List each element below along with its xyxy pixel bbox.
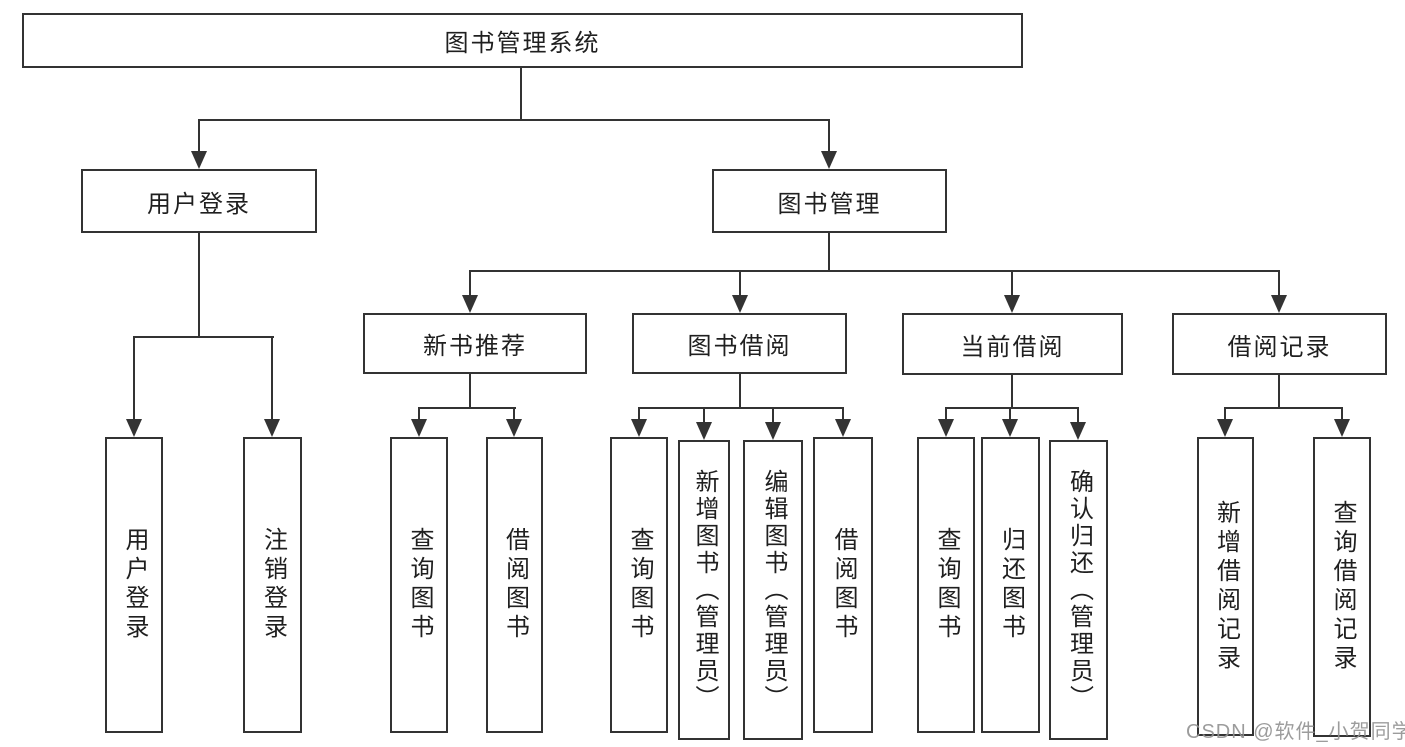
connector-line — [1011, 375, 1013, 407]
connector-line — [469, 270, 1280, 272]
leaf-label: 新增借阅记录 — [1212, 499, 1240, 674]
leaf-query-borrow-record: 查询借阅记录 — [1313, 437, 1371, 737]
connector-line — [1278, 270, 1280, 295]
connector-line — [638, 407, 640, 419]
arrow-down-icon — [264, 419, 280, 437]
connector-line — [703, 407, 705, 422]
node-book-borrowing: 图书借阅 — [632, 313, 847, 374]
arrow-down-icon — [938, 419, 954, 437]
connector-line — [945, 407, 947, 419]
leaf-borrow-books-borrowing: 借阅图书 — [813, 437, 873, 733]
leaf-return-books: 归还图书 — [981, 437, 1040, 733]
connector-line — [1224, 407, 1343, 409]
leaf-borrow-books-recommend: 借阅图书 — [486, 437, 543, 733]
connector-line — [271, 336, 273, 419]
arrow-down-icon — [506, 419, 522, 437]
arrow-down-icon — [1070, 422, 1086, 440]
connector-line — [513, 407, 515, 419]
leaf-user-login: 用户登录 — [105, 437, 163, 733]
leaf-label: 新增图书（管理员） — [691, 468, 718, 712]
arrow-down-icon — [462, 295, 478, 313]
node-borrowing-records: 借阅记录 — [1172, 313, 1387, 375]
arrow-down-icon — [1002, 419, 1018, 437]
connector-line — [638, 407, 844, 409]
leaf-query-books-recommend: 查询图书 — [390, 437, 448, 733]
connector-line — [520, 68, 522, 119]
connector-line — [133, 336, 274, 338]
leaf-label: 查询图书 — [406, 527, 433, 643]
leaf-query-books-borrowing: 查询图书 — [610, 437, 668, 733]
watermark: CSDN @软件_小贺同学 — [1186, 721, 1405, 743]
arrow-down-icon — [411, 419, 427, 437]
connector-line — [1011, 270, 1013, 295]
connector-line — [418, 407, 420, 419]
connector-line — [739, 374, 741, 407]
connector-line — [1077, 407, 1079, 422]
connector-line — [945, 407, 1079, 409]
node-label: 用户登录 — [147, 190, 251, 218]
arrow-down-icon — [696, 422, 712, 440]
connector-line — [1341, 407, 1343, 419]
arrow-down-icon — [126, 419, 142, 437]
connector-line — [469, 270, 471, 295]
connector-line — [133, 336, 135, 419]
connector-line — [198, 119, 830, 121]
connector-line — [739, 270, 741, 295]
connector-line — [772, 407, 774, 422]
node-new-book-recommendation: 新书推荐 — [363, 313, 587, 374]
arrow-down-icon — [765, 422, 781, 440]
arrow-down-icon — [835, 419, 851, 437]
leaf-label: 查询图书 — [933, 527, 960, 643]
leaf-label: 确认归还（管理员） — [1065, 468, 1093, 712]
node-library-management-system: 图书管理系统 — [22, 13, 1023, 68]
node-label: 借阅记录 — [1227, 333, 1332, 361]
connector-line — [828, 119, 830, 151]
leaf-label: 编辑图书（管理员） — [760, 468, 787, 712]
node-label: 图书管理 — [777, 190, 882, 218]
leaf-add-borrow-record: 新增借阅记录 — [1197, 437, 1254, 736]
node-label: 新书推荐 — [423, 333, 527, 360]
node-book-management: 图书管理 — [712, 169, 947, 233]
leaf-confirm-return-admin: 确认归还（管理员） — [1049, 440, 1108, 740]
connector-line — [1009, 407, 1011, 419]
arrow-down-icon — [1004, 295, 1020, 313]
leaf-label: 查询借阅记录 — [1329, 500, 1356, 674]
connector-line — [418, 407, 516, 409]
node-label: 当前借阅 — [960, 333, 1065, 361]
leaf-add-books-admin: 新增图书（管理员） — [678, 440, 730, 740]
arrow-down-icon — [821, 151, 837, 169]
arrow-down-icon — [631, 419, 647, 437]
arrow-down-icon — [1334, 419, 1350, 437]
node-label: 图书借阅 — [687, 333, 792, 360]
node-current-borrowing: 当前借阅 — [902, 313, 1123, 375]
arrow-down-icon — [1217, 419, 1233, 437]
connector-line — [842, 407, 844, 419]
node-label: 图书管理系统 — [444, 30, 601, 57]
arrow-down-icon — [732, 295, 748, 313]
connector-line — [469, 374, 471, 407]
connector-line — [198, 233, 200, 336]
leaf-label: 查询图书 — [626, 527, 653, 643]
leaf-label: 用户登录 — [121, 527, 148, 643]
leaf-logout-login: 注销登录 — [243, 437, 302, 733]
leaf-edit-books-admin: 编辑图书（管理员） — [743, 440, 803, 740]
connector-line — [1224, 407, 1226, 419]
leaf-label: 借阅图书 — [501, 527, 529, 643]
node-user-login: 用户登录 — [81, 169, 317, 233]
leaf-label: 归还图书 — [997, 527, 1025, 643]
connector-line — [1278, 375, 1280, 407]
leaf-label: 借阅图书 — [830, 527, 857, 643]
connector-line — [828, 233, 830, 270]
leaf-query-books-current: 查询图书 — [917, 437, 975, 733]
leaf-label: 注销登录 — [259, 527, 287, 643]
arrow-down-icon — [1271, 295, 1287, 313]
arrow-down-icon — [191, 151, 207, 169]
connector-line — [198, 119, 200, 151]
